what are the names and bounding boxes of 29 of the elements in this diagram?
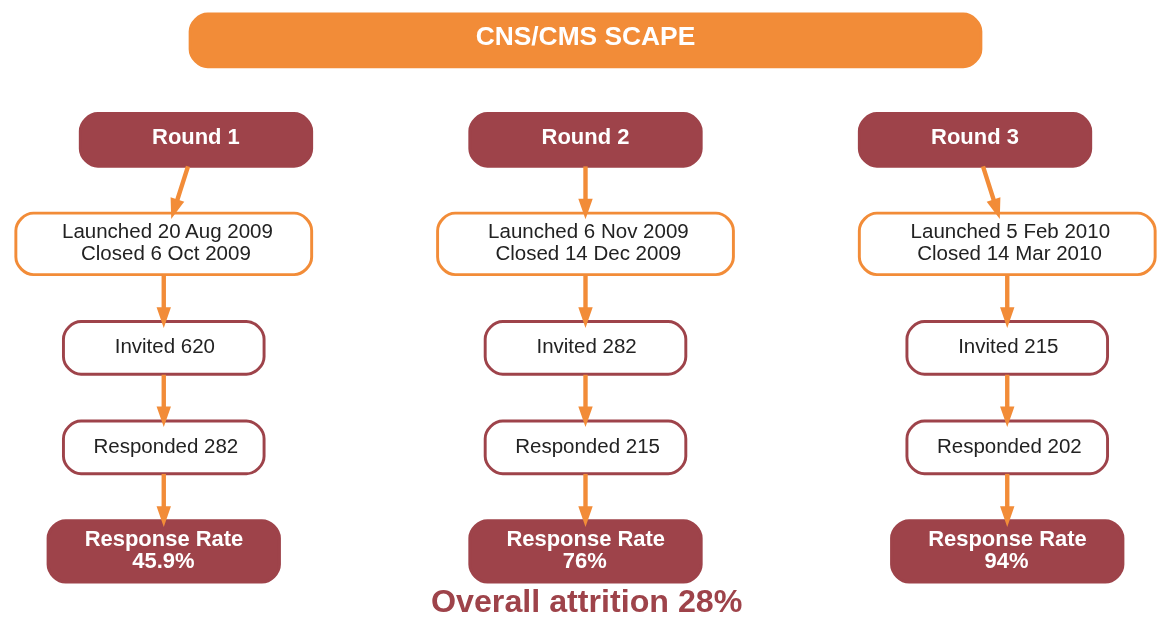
node-box: Responded 202 — [904, 419, 1109, 476]
node-box: CNS/CMS SCAPE — [188, 12, 982, 69]
node-box: Response Rate 45.9% — [46, 519, 281, 584]
node-box: Invited 282 — [483, 320, 687, 376]
arrow — [999, 374, 1014, 428]
arrow — [577, 473, 593, 527]
node-box: Responded 215 — [483, 419, 687, 476]
arrow — [156, 473, 171, 527]
caption: Overall attrition 28% — [430, 583, 742, 620]
node-box: Invited 620 — [61, 320, 266, 376]
arrow — [156, 374, 171, 428]
node-box: Response Rate 94% — [889, 519, 1124, 584]
node-box: Launched 5 Feb 2010 Closed 14 Mar 2010 — [857, 211, 1157, 277]
arrow — [577, 166, 593, 220]
node-box: Launched 20 Aug 2009 Closed 6 Oct 2009 — [13, 211, 313, 277]
arrow — [999, 275, 1014, 328]
arrow — [577, 275, 593, 328]
node-box: Round 2 — [467, 112, 703, 168]
node-box: Invited 215 — [904, 320, 1109, 376]
arrow — [980, 165, 1000, 220]
node-box: Round 1 — [78, 112, 313, 168]
node-box: Responded 282 — [61, 419, 266, 476]
arrow — [156, 275, 171, 328]
node-box: Response Rate 76% — [467, 519, 703, 584]
arrow — [999, 473, 1014, 527]
arrow — [170, 165, 190, 220]
arrow — [577, 374, 593, 428]
node-box: Round 3 — [857, 112, 1092, 168]
node-box: Launched 6 Nov 2009 Closed 14 Dec 2009 — [435, 211, 735, 277]
